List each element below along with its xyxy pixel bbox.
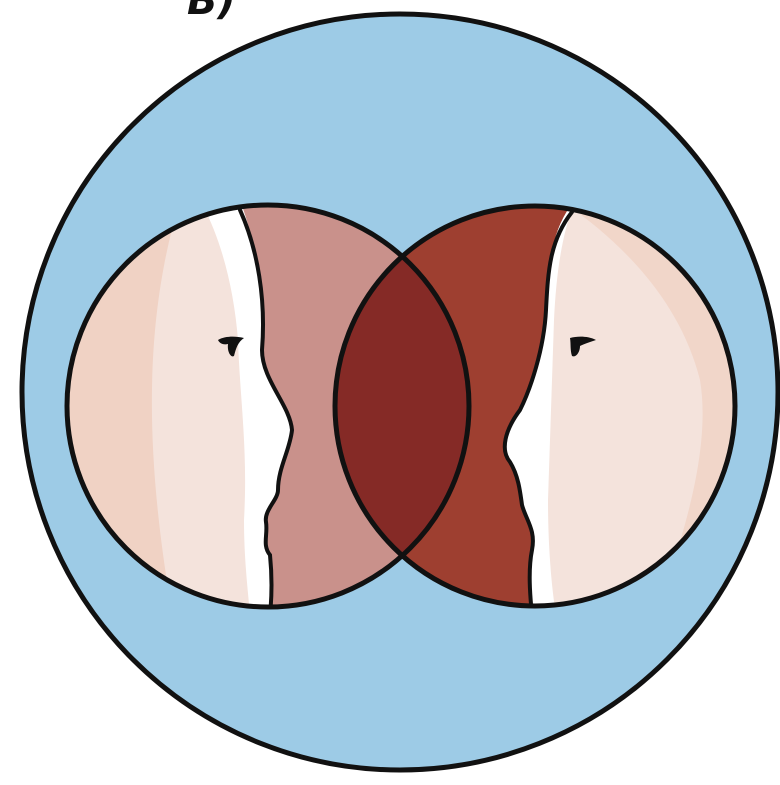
panel-label: B): [187, 0, 236, 24]
